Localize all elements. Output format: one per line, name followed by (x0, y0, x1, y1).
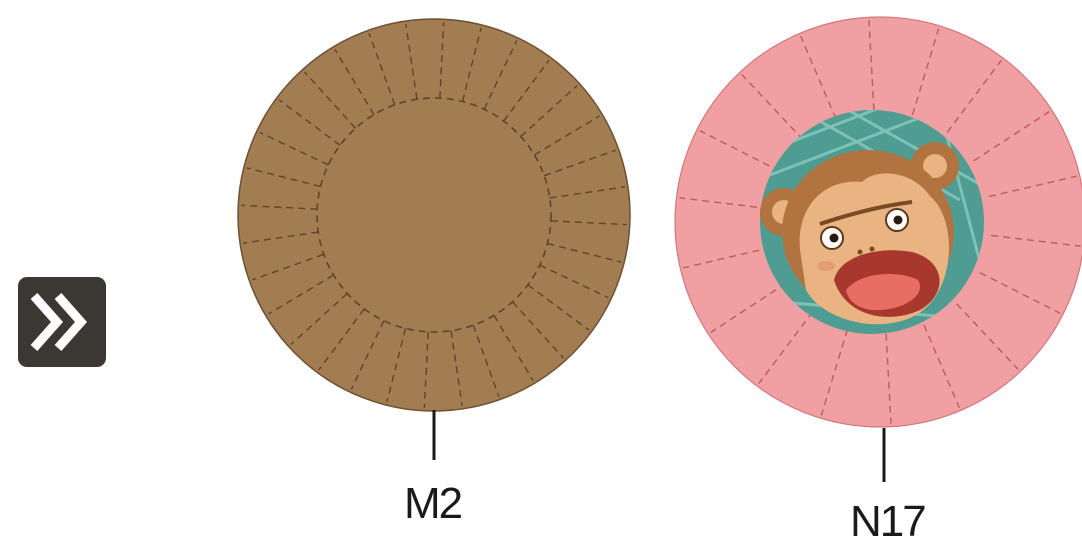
part-label-m2: M2 (404, 482, 461, 526)
double-chevron-right-icon[interactable] (18, 277, 106, 367)
pink-disc-n17 (675, 17, 1082, 482)
brown-disc-m2 (238, 19, 630, 460)
part-label-n17: N17 (850, 500, 925, 544)
